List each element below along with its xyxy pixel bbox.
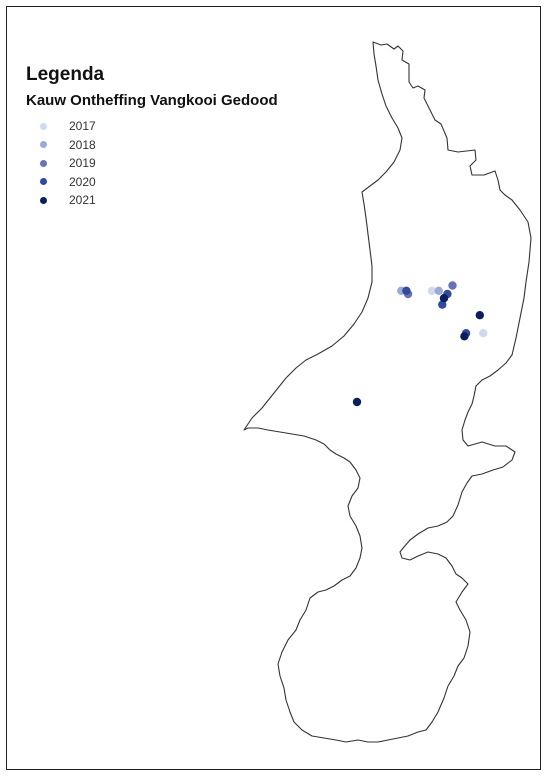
legend-item-2021: 2021 — [40, 191, 278, 210]
legend-title: Legenda — [26, 64, 105, 85]
point-marker-2020[interactable] — [402, 286, 411, 295]
point-marker-2021[interactable] — [439, 294, 449, 303]
legend-item-2018: 2018 — [40, 136, 278, 155]
legend-dot-icon — [40, 196, 47, 204]
point-marker-2020[interactable] — [438, 300, 447, 309]
legend-item-2020: 2020 — [40, 173, 278, 192]
point-marker-2021[interactable] — [475, 311, 484, 320]
legend-dot-icon — [40, 178, 47, 186]
province-outline — [243, 41, 532, 743]
legend-item-2017: 2017 — [40, 117, 278, 136]
legend-item-label: 2018 — [69, 137, 96, 152]
points-layer — [352, 281, 488, 407]
point-marker-2019[interactable] — [448, 281, 457, 290]
legend-subtitle: Kauw Ontheffing Vangkooi Gedood — [26, 92, 278, 109]
legend-item-2019: 2019 — [40, 154, 278, 173]
point-marker-2017[interactable] — [427, 286, 437, 295]
point-marker-2017[interactable] — [479, 329, 488, 338]
legend-item-label: 2017 — [69, 119, 96, 134]
point-marker-2021[interactable] — [460, 332, 469, 341]
legend: Legenda Kauw Ontheffing Vangkooi Gedood … — [26, 64, 278, 210]
point-marker-2018[interactable] — [434, 286, 443, 295]
point-marker-2021[interactable] — [352, 397, 362, 407]
legend-dot-icon — [40, 122, 47, 130]
legend-item-label: 2021 — [69, 193, 96, 208]
legend-list: 2017 2018 2019 2020 2021 — [26, 117, 278, 210]
legend-dot-icon — [40, 141, 47, 149]
legend-item-label: 2019 — [69, 156, 96, 171]
legend-item-label: 2020 — [69, 174, 96, 189]
legend-dot-icon — [40, 159, 47, 167]
